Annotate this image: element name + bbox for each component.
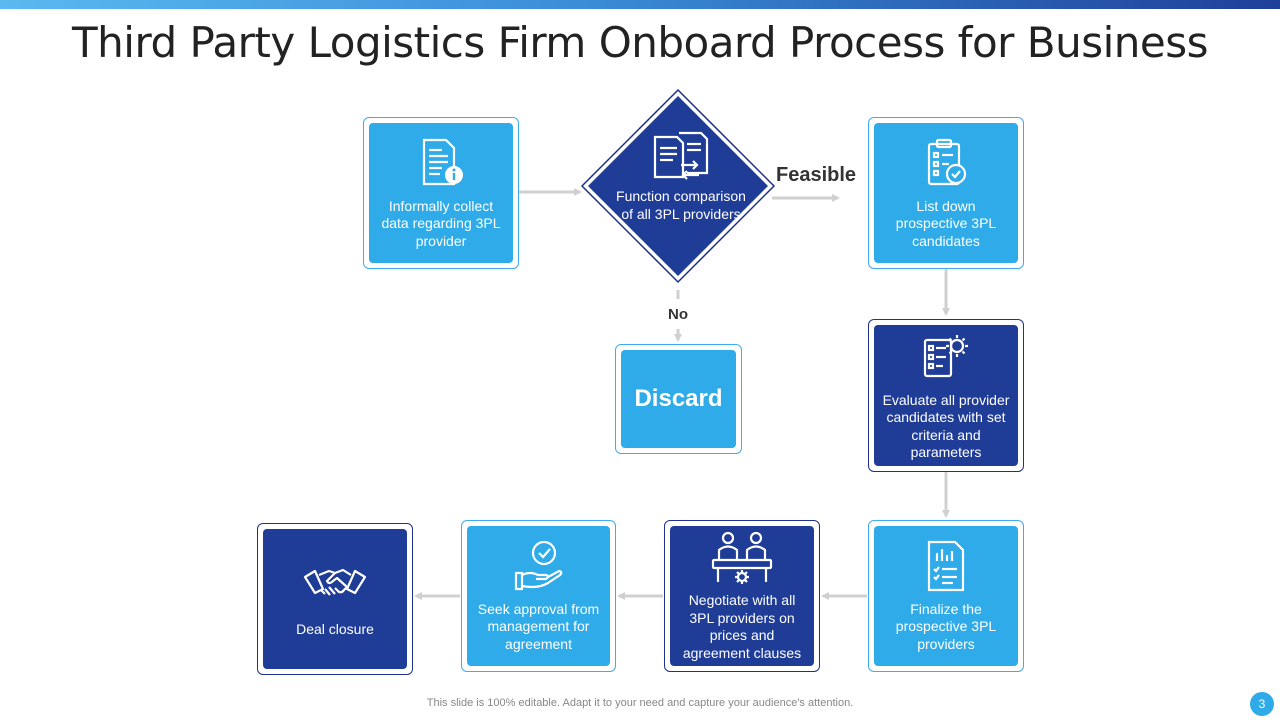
step-evaluate-text: Evaluate all provider candidates with se… bbox=[882, 391, 1010, 461]
page-number-badge: 3 bbox=[1250, 692, 1274, 716]
footer-note: This slide is 100% editable. Adapt it to… bbox=[426, 697, 854, 709]
step-evaluate-candidates: Evaluate all provider candidates with se… bbox=[868, 319, 1024, 472]
hand-approval-icon bbox=[514, 540, 562, 590]
decision-diamond bbox=[580, 88, 776, 284]
no-label: No bbox=[668, 306, 688, 323]
handshake-icon bbox=[303, 569, 367, 596]
step-list-candidates: List down prospective 3PL candidates bbox=[868, 117, 1024, 269]
step-compare-text: Function comparison of all 3PL providers bbox=[616, 188, 746, 222]
document-info-icon bbox=[422, 138, 463, 185]
page-title: Third Party Logistics Firm Onboard Proce… bbox=[72, 18, 1209, 67]
step-finalize-text: Finalize the prospective 3PL providers bbox=[895, 600, 997, 652]
step-deal-closure: Deal closure bbox=[257, 523, 413, 675]
step-approval-text: Seek approval from management for agreem… bbox=[477, 600, 600, 652]
feasible-label: Feasible bbox=[776, 164, 857, 186]
step-list-text: List down prospective 3PL candidates bbox=[895, 197, 997, 249]
step-negotiate-providers: Negotiate with all 3PL providers on pric… bbox=[664, 520, 820, 672]
top-accent-bar bbox=[0, 0, 1280, 9]
step-collect-data: Informally collect data regarding 3PL pr… bbox=[363, 117, 519, 269]
step-discard-text: Discard bbox=[634, 385, 723, 412]
step-negotiate-text: Negotiate with all 3PL providers on pric… bbox=[682, 592, 802, 661]
step-discard: Discard bbox=[615, 344, 742, 454]
negotiation-table-icon bbox=[711, 531, 773, 584]
report-checklist-icon bbox=[927, 540, 965, 591]
step-collect-text: Informally collect data regarding 3PL pr… bbox=[381, 197, 501, 249]
checklist-gear-icon bbox=[923, 334, 968, 377]
step-seek-approval: Seek approval from management for agreem… bbox=[461, 520, 616, 672]
clipboard-check-icon bbox=[927, 138, 967, 185]
document-compare-icon bbox=[653, 131, 709, 180]
step-closure-text: Deal closure bbox=[296, 621, 374, 638]
step-finalize-providers: Finalize the prospective 3PL providers bbox=[868, 520, 1024, 672]
